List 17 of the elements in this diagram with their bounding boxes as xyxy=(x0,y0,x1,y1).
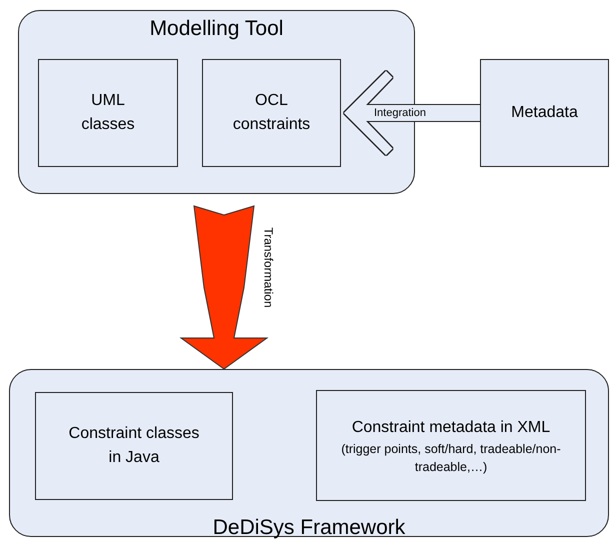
edge-label: Integration xyxy=(374,106,426,120)
component-box xyxy=(316,390,586,501)
component-box xyxy=(38,59,178,167)
container-title: Modelling Tool xyxy=(148,17,284,41)
edge-label: Transformation xyxy=(262,227,275,308)
box-label: UML classes xyxy=(80,91,136,135)
component-box xyxy=(202,59,341,167)
component-box xyxy=(480,59,609,167)
box-label: Constraint metadata in XML xyxy=(350,418,552,438)
group-container xyxy=(9,369,609,537)
box-note: (trigger points, soft/hard, tradeable/non-tradeable,…) xyxy=(340,440,562,476)
block-arrow xyxy=(179,205,269,370)
box-label: OCL constraints xyxy=(232,91,312,135)
container-title: DeDiSys Framework xyxy=(212,516,406,539)
box-label: Constraint classes in Java xyxy=(68,424,200,468)
component-box xyxy=(35,392,233,500)
box-label: Metadata xyxy=(510,103,579,123)
